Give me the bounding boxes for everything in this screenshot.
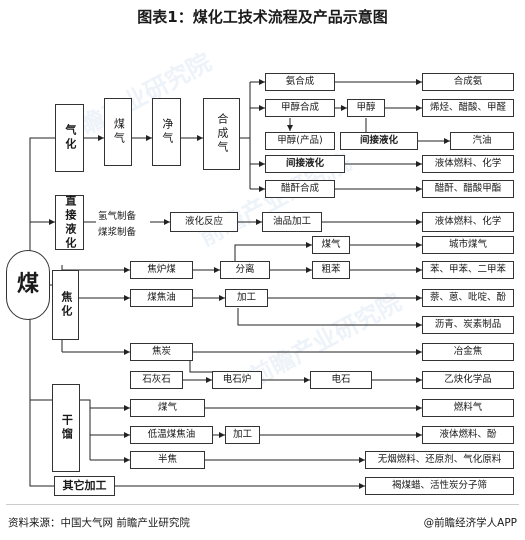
node-indirect-liquefaction-1: 间接液化 <box>340 132 418 150</box>
product-olefins: 烯烃、醋酸、甲醛 <box>422 99 514 117</box>
product-smokeless-fuel: 无烟燃料、还原剂、气化原料 <box>365 451 514 469</box>
category-direct-liquefaction: 直接液化 <box>55 195 84 251</box>
product-ammonia: 合成氨 <box>422 73 514 91</box>
node-semi-coke: 半焦 <box>130 451 205 469</box>
source-note: 资料来源：中国大气网 前瞻产业研究院 <box>8 517 190 529</box>
product-liquid-fuel-1: 液体燃料、化学 <box>422 155 514 173</box>
node-gas: 煤气 <box>130 399 205 417</box>
label-hydrogen-prep: 氢气制备 <box>98 211 137 222</box>
node-coal-tar: 煤焦油 <box>130 289 193 307</box>
flow-connectors <box>29 79 450 489</box>
node-calcium-carbide: 电石 <box>310 371 372 389</box>
node-purify-gas: 净气 <box>152 98 181 166</box>
node-processing-2: 加工 <box>225 426 260 444</box>
node-coal-gas: 煤气 <box>104 98 132 166</box>
category-coking: 焦化 <box>52 270 79 340</box>
node-low-temp-tar: 低温煤焦油 <box>130 426 213 444</box>
category-gasification: 气化 <box>55 104 84 172</box>
product-acetylene: 乙炔化学品 <box>422 371 514 389</box>
node-coke-oven-gas: 焦炉煤 <box>130 261 193 279</box>
credit-note: @前瞻经济学人APP <box>423 517 517 529</box>
product-acetic-anhydride: 醋酐、醋酸甲酯 <box>422 180 514 198</box>
product-city-gas: 城市煤气 <box>422 236 514 254</box>
product-fuel-gas: 燃料气 <box>422 399 514 417</box>
category-other-processing: 其它加工 <box>54 476 115 496</box>
product-benzene: 苯、甲苯、二甲苯 <box>422 261 514 279</box>
product-gasoline: 汽油 <box>450 132 514 150</box>
node-crude-benzene: 粗苯 <box>312 261 350 279</box>
footer-divider <box>6 504 519 505</box>
label-slurry-prep: 煤浆制备 <box>98 227 137 238</box>
node-oil-processing: 油品加工 <box>262 212 322 232</box>
figure-title: 图表1：煤化工技术流程及产品示意图 <box>137 8 388 26</box>
node-liquefaction-reaction: 液化反应 <box>170 212 238 232</box>
product-metallurgical-coke: 冶金焦 <box>422 343 514 361</box>
node-separation: 分离 <box>220 261 270 279</box>
product-naphthalene: 萘、蒽、吡啶、酚 <box>422 289 514 307</box>
product-pitch: 沥青、炭素制品 <box>422 316 514 334</box>
node-limestone: 石灰石 <box>130 371 183 389</box>
node-coal-gas-2: 煤气 <box>312 236 350 254</box>
node-coke: 焦炭 <box>130 343 193 361</box>
node-indirect-liquefaction-2: 间接液化 <box>265 155 345 173</box>
category-dry-distillation: 干馏 <box>52 384 80 472</box>
product-liquid-fuel-3: 液体燃料、酚 <box>422 426 514 444</box>
node-syngas: 合成气 <box>203 98 240 170</box>
product-lignite-wax: 褐煤蜡、活性炭分子筛 <box>365 477 514 495</box>
product-liquid-fuel-2: 液体燃料、化学 <box>422 212 514 232</box>
node-methanol: 甲醇 <box>347 99 385 117</box>
node-methanol-synthesis: 甲醇合成 <box>265 99 335 117</box>
node-processing-1: 加工 <box>225 289 268 307</box>
product-methanol: 甲醇(产品) <box>265 132 335 150</box>
node-acetic-anhydride-synthesis: 醋酐合成 <box>265 180 335 198</box>
node-arc-furnace: 电石炉 <box>212 371 262 389</box>
coal-root-node: 煤 <box>6 250 50 320</box>
node-ammonia-synthesis: 氨合成 <box>265 73 335 91</box>
